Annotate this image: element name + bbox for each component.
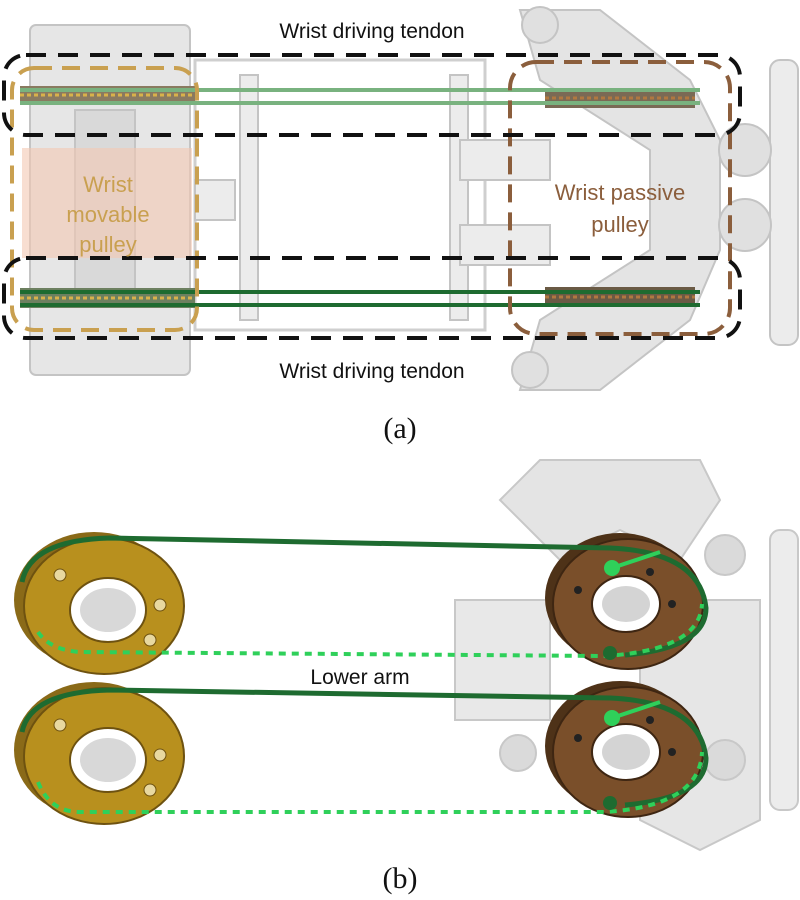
movable-pulley-label-line3: pulley: [79, 232, 136, 257]
passive-pulley-label-line1: Wrist passive: [555, 180, 685, 205]
movable-pulley-label-line2: movable: [66, 202, 149, 227]
movable-pulley-box: [10, 66, 199, 332]
bottom-tendon-label: Wrist driving tendon: [279, 360, 464, 383]
passive-pulley-upper: [545, 533, 704, 670]
movable-pulley-lower: [14, 682, 185, 825]
passive-pulley-label-line2: pulley: [591, 212, 648, 237]
bottom-tendon-box: [2, 256, 742, 340]
upper-tendon-loop: [19, 535, 709, 660]
bottom-tendon-lines: [20, 290, 700, 307]
movable-pulley-label-line1: Wrist: [83, 172, 133, 197]
lower-tendon-loop: [19, 687, 709, 814]
lower-arm-label: Lower arm: [310, 666, 409, 689]
passive-pulley-box: [508, 60, 732, 336]
panel-a-caption: (a): [383, 412, 416, 445]
top-tendon-box: [2, 53, 742, 137]
top-tendon-label: Wrist driving tendon: [279, 20, 464, 43]
top-tendon-lines: [20, 88, 700, 105]
movable-pulley-upper: [14, 532, 185, 675]
panel-b: Lower arm (b): [14, 459, 799, 895]
panel-b-caption: (b): [383, 862, 418, 895]
passive-pulley-lower: [545, 681, 704, 818]
panel-a: Wrist driving tendon Wrist driving tendo…: [2, 6, 799, 445]
movable-pulley-highlight: [22, 148, 192, 258]
